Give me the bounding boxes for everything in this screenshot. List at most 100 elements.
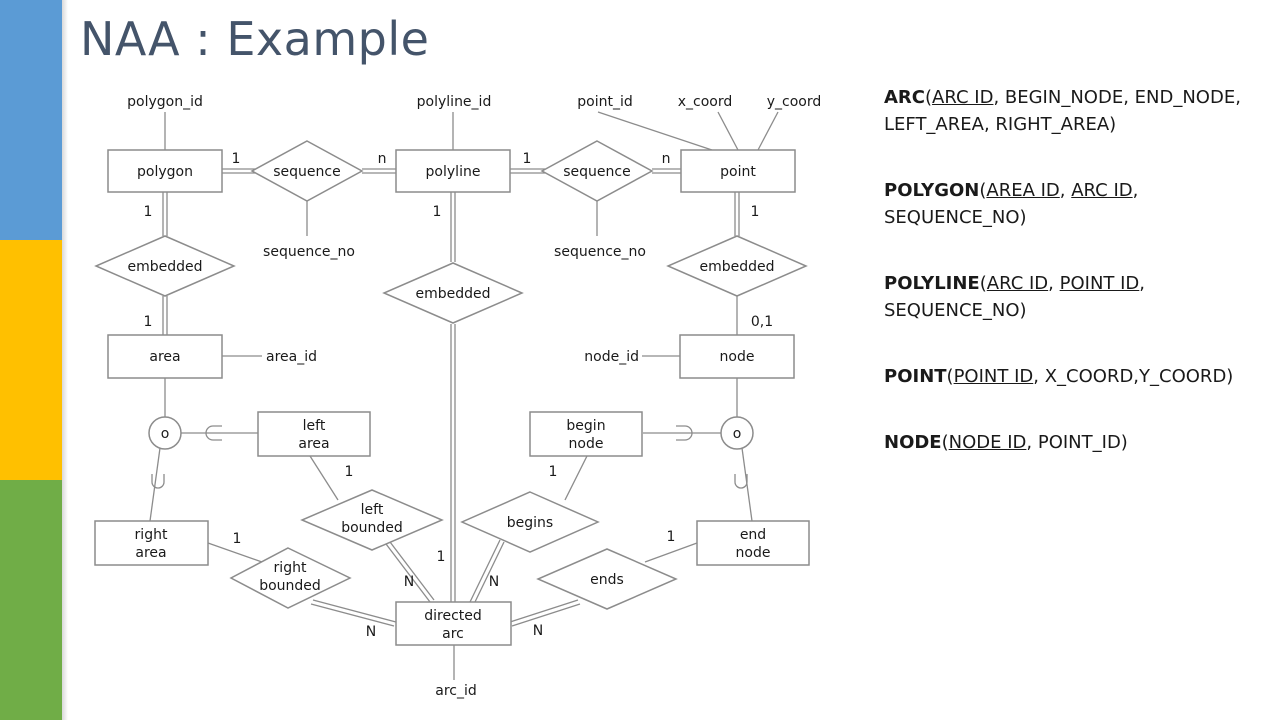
schema-polyline-open: ( [979, 273, 987, 294]
cardinality-arc-ends-n: N [533, 623, 543, 639]
schema-polygon-name: POLYGON [884, 180, 980, 201]
accent-bar-yellow [0, 240, 62, 480]
entity-polyline: polyline [395, 149, 511, 193]
relationship-right-bounded-label-1: right [274, 560, 307, 576]
relationship-embedded-mid-label: embedded [415, 286, 490, 302]
disjoint-circle-area-label: o [161, 426, 170, 442]
entity-left-area: left area [257, 411, 371, 457]
attribute-node-id: node_id [584, 349, 639, 365]
entity-begin-node-label-1: begin [566, 418, 605, 434]
schema-polygon-key-2: ARC ID [1071, 180, 1133, 201]
accent-bar-shadow [62, 0, 68, 720]
cardinality-begin-node: 1 [549, 464, 558, 480]
subset-symbols [151, 425, 748, 489]
entity-end-node-label-1: end [740, 527, 766, 543]
schema-polyline-key-2: POINT ID [1059, 273, 1140, 294]
schema-point-key-1: POINT ID [953, 366, 1034, 387]
cardinality-polygon-sequence: 1 [232, 151, 241, 167]
schema-node: NODE(NODE ID, POINT_ID) [884, 429, 1264, 456]
schema-polygon: POLYGON(AREA ID, ARC ID, SEQUENCE_NO) [884, 180, 1139, 228]
schema-polygon-key-1: AREA ID [986, 180, 1060, 201]
relationship-left-bounded: left bounded [300, 489, 444, 551]
entity-right-area-label-1: right [135, 527, 168, 543]
relationship-left-bounded-label-1: left [361, 502, 384, 518]
cardinality-sequence-point: n [662, 151, 671, 167]
entity-area: area [107, 334, 223, 379]
cardinality-arc-right-bounded-n: N [366, 624, 376, 640]
attribute-arc-id: arc_id [435, 683, 477, 699]
relationship-ends: ends [536, 548, 678, 610]
schema-arc-open: ( [925, 87, 933, 108]
entity-point-label: point [720, 164, 756, 180]
relationship-left-bounded-label-2: bounded [341, 520, 403, 536]
entity-left-area-label-1: left [303, 418, 326, 434]
schema-node-key-1: NODE ID [948, 432, 1027, 453]
attribute-area-id: area_id [266, 349, 317, 365]
entity-right-area-label-2: area [135, 545, 166, 561]
attribute-x-coord: x_coord [678, 94, 733, 110]
schema-point-name: POINT [884, 366, 947, 387]
schema-polyline-rest: , SEQUENCE_NO) [884, 273, 1146, 321]
schema-point-open: ( [946, 366, 954, 387]
relationship-embedded-left: embedded [94, 235, 236, 297]
relational-schema: ARC(ARC ID, BEGIN_NODE, END_NODE, LEFT_A… [884, 84, 1264, 495]
entity-end-node-label-2: node [736, 545, 771, 561]
attribute-point-id: point_id [577, 94, 632, 110]
cardinality-polyline-sequence: 1 [523, 151, 532, 167]
er-diagram: polygon polyline point area node left ar… [94, 94, 822, 699]
accent-bar-green [0, 480, 62, 720]
entity-directed-arc-label-2: arc [442, 626, 464, 642]
relationship-right-bounded-label-2: bounded [259, 578, 321, 594]
entity-polyline-label: polyline [426, 164, 481, 180]
cardinality-polygon-embedded: 1 [144, 204, 153, 220]
relationship-sequence-right: sequence [540, 140, 654, 202]
disjoint-circle-area: o [148, 416, 182, 450]
relationship-right-bounded: right bounded [229, 547, 352, 609]
cardinality-arc-begins-n: N [489, 574, 499, 590]
schema-polygon-rest: , SEQUENCE_NO) [884, 180, 1139, 228]
entity-right-area: right area [94, 520, 209, 566]
schema-point-rest: , X_COORD,Y_COORD) [1033, 366, 1234, 387]
attribute-polyline-id: polyline_id [417, 94, 492, 110]
relationship-embedded-right: embedded [666, 235, 808, 297]
schema-polyline-key-1: ARC ID [986, 273, 1049, 294]
relationship-sequence-right-label: sequence [563, 164, 630, 180]
attribute-y-coord: y_coord [767, 94, 822, 110]
relationship-embedded-right-label: embedded [699, 259, 774, 275]
cardinality-arc-left-bounded-1: 1 [437, 549, 446, 565]
relationship-begins: begins [460, 491, 600, 553]
entity-begin-node: begin node [529, 411, 643, 457]
entity-begin-node-label-2: node [569, 436, 604, 452]
entity-node-label: node [720, 349, 755, 365]
cardinality-point-embedded: 1 [751, 204, 760, 220]
slide-title: NAA : Example [80, 12, 430, 66]
entity-directed-arc: directed arc [395, 601, 512, 646]
disjoint-circle-node: o [720, 416, 754, 450]
cardinality-left-area: 1 [345, 464, 354, 480]
schema-arc-name: ARC [884, 87, 926, 108]
schema-arc-key-1: ARC ID [932, 87, 994, 108]
cardinality-embedded-area: 1 [144, 314, 153, 330]
attribute-links [164, 111, 779, 680]
entity-node: node [679, 334, 795, 379]
schema-arc-rest: , BEGIN_NODE, END_NODE, LEFT_AREA, RIGHT… [884, 87, 1241, 135]
relationship-sequence-left: sequence [250, 140, 364, 202]
entity-directed-arc-label-1: directed [424, 608, 482, 624]
relationship-sequence-left-label: sequence [273, 164, 340, 180]
entity-polygon-label: polygon [137, 164, 193, 180]
schema-arc: ARC(ARC ID, BEGIN_NODE, END_NODE, LEFT_A… [884, 84, 1264, 138]
attribute-polygon-id: polygon_id [127, 94, 203, 110]
attribute-sequence-no-left: sequence_no [263, 244, 355, 260]
cardinality-arc-left-bounded-n: N [404, 574, 414, 590]
entity-left-area-label-2: area [298, 436, 329, 452]
relationship-embedded-mid: embedded [382, 262, 524, 324]
relationship-links [149, 168, 753, 627]
entity-area-label: area [149, 349, 180, 365]
relationship-embedded-left-label: embedded [127, 259, 202, 275]
cardinality-end-node: 1 [667, 529, 676, 545]
cardinality-sequence-polyline: n [378, 151, 387, 167]
cardinality-embedded-node: 0,1 [751, 314, 773, 330]
schema-polyline: POLYLINE(ARC ID, POINT ID, SEQUENCE_NO) [884, 273, 1146, 321]
entity-point: point [680, 149, 796, 193]
entity-end-node: end node [696, 520, 810, 566]
